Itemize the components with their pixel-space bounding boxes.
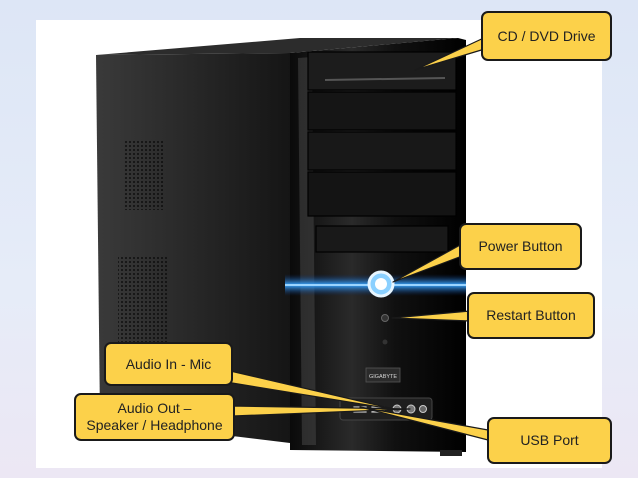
callout-usb-port: USB Port — [487, 417, 612, 464]
status-led — [382, 339, 388, 345]
callout-audio-out-line1: Audio Out – — [117, 400, 192, 416]
case-foot-right — [440, 450, 462, 456]
callout-audio-in: Audio In - Mic — [104, 342, 233, 386]
case-top — [96, 38, 458, 55]
drive-bays — [307, 51, 457, 253]
drive-bay-5 — [315, 225, 449, 253]
callout-cd-dvd-drive: CD / DVD Drive — [481, 11, 612, 61]
callout-restart-button-text: Restart Button — [486, 307, 576, 323]
drive-bay-3 — [307, 131, 457, 171]
drive-bay-1 — [307, 51, 457, 91]
drive-bay-2 — [307, 91, 457, 131]
drive-bay-4 — [307, 171, 457, 217]
callout-power-button: Power Button — [459, 223, 582, 270]
callout-audio-in-text: Audio In - Mic — [125, 355, 212, 372]
brand-plate — [365, 367, 401, 383]
firewire-port — [419, 405, 427, 413]
side-vent-top — [125, 140, 163, 210]
callout-cd-dvd-drive-text: CD / DVD Drive — [497, 27, 596, 44]
restart-button — [381, 314, 389, 322]
brand-text: GIGABYTE — [369, 374, 397, 380]
callout-audio-out: Audio Out – Speaker / Headphone — [74, 393, 235, 441]
callout-audio-out-line2: Speaker / Headphone — [86, 417, 223, 433]
dvd-tray-slot — [324, 77, 446, 81]
callout-usb-port-text: USB Port — [520, 432, 579, 448]
power-button — [375, 278, 387, 290]
callout-power-button-text: Power Button — [478, 238, 563, 254]
callout-restart-button: Restart Button — [467, 292, 595, 339]
